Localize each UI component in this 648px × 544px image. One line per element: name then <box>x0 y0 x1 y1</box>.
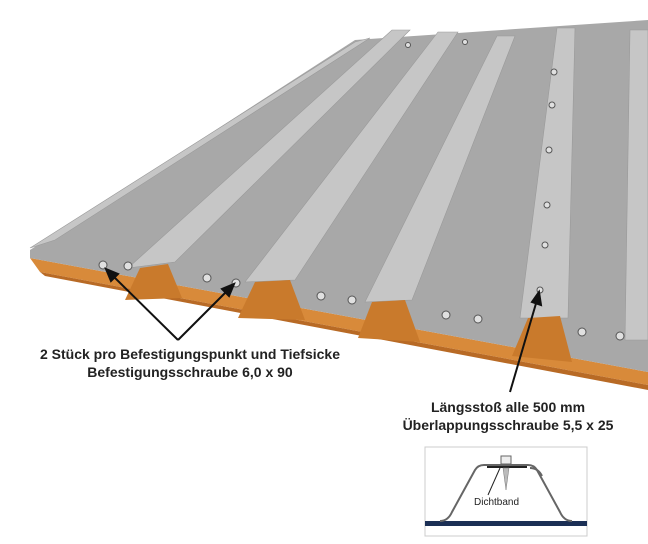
sealing-tape-label: Dichtband <box>474 497 520 508</box>
label-line: 2 Stück pro Befestigungspunkt und Tiefsi… <box>39 346 340 362</box>
inset-cross-section <box>424 446 588 537</box>
ridge-openings <box>125 264 572 362</box>
wood-substrate <box>30 258 648 385</box>
label-line: Überlappungsschraube 5,5 x 25 <box>402 417 614 433</box>
sheet-ridges <box>29 27 648 341</box>
label-line: Befestigungsschraube 6,0 x 90 <box>87 364 293 380</box>
fastening-screw-label: 2 Stück pro Befestigungspunkt und Tiefsi… <box>20 345 360 381</box>
screws <box>98 39 625 341</box>
callout-arrows <box>104 267 543 393</box>
overlap-screw-label: Längsstoß alle 500 mm Überlappungsschrau… <box>398 398 618 434</box>
label-line: Längsstoß alle 500 mm <box>430 399 586 415</box>
